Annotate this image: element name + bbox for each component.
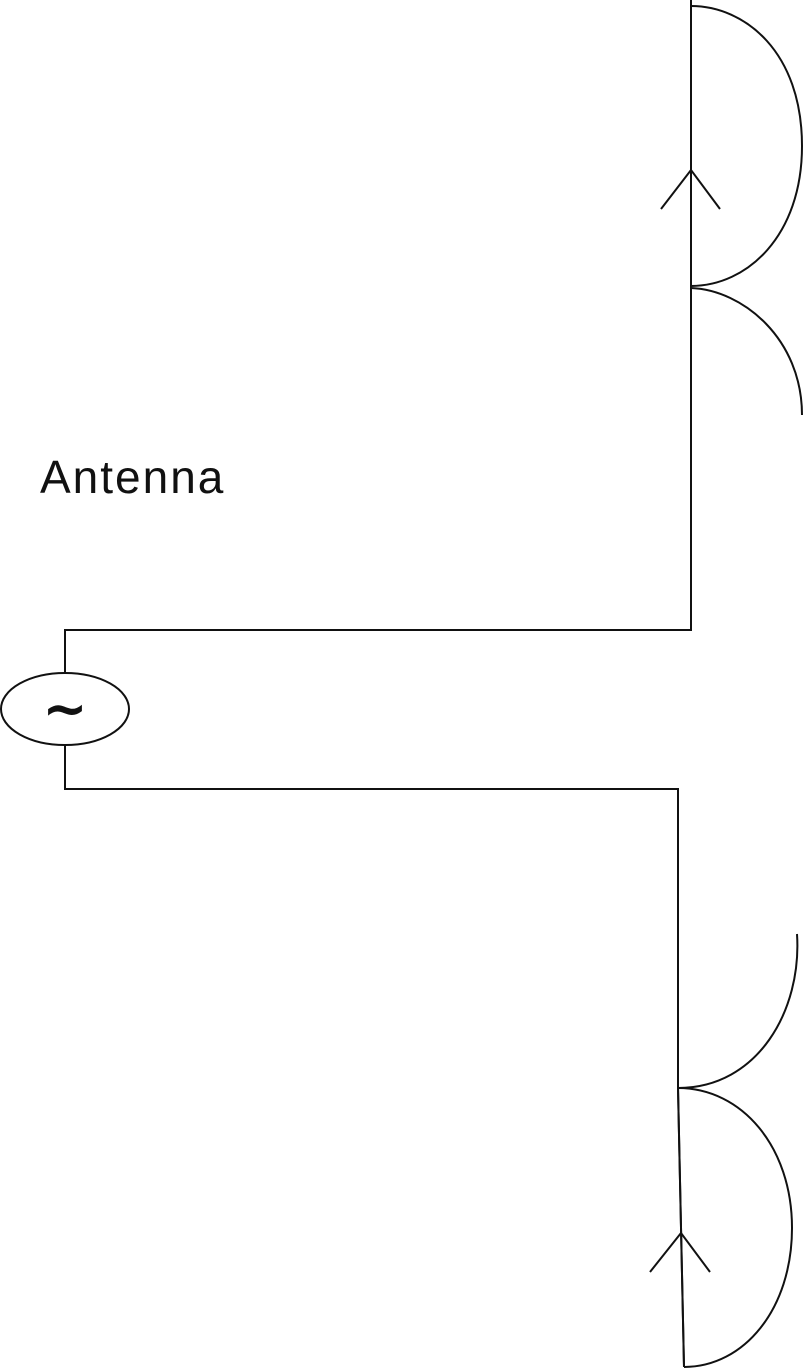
antenna-label: Antenna (40, 451, 226, 503)
ac-source-symbol: ~ (42, 677, 87, 740)
lower-radiation-lobes (677, 933, 799, 1368)
upper-radiation-lobes (690, 5, 804, 416)
lower-current-arrow (649, 1231, 711, 1273)
lower-feed-line (64, 745, 685, 1368)
upper-feed-line (64, 0, 692, 673)
ac-source: ~ (0, 672, 130, 746)
lower-antenna-element (677, 1087, 685, 1368)
